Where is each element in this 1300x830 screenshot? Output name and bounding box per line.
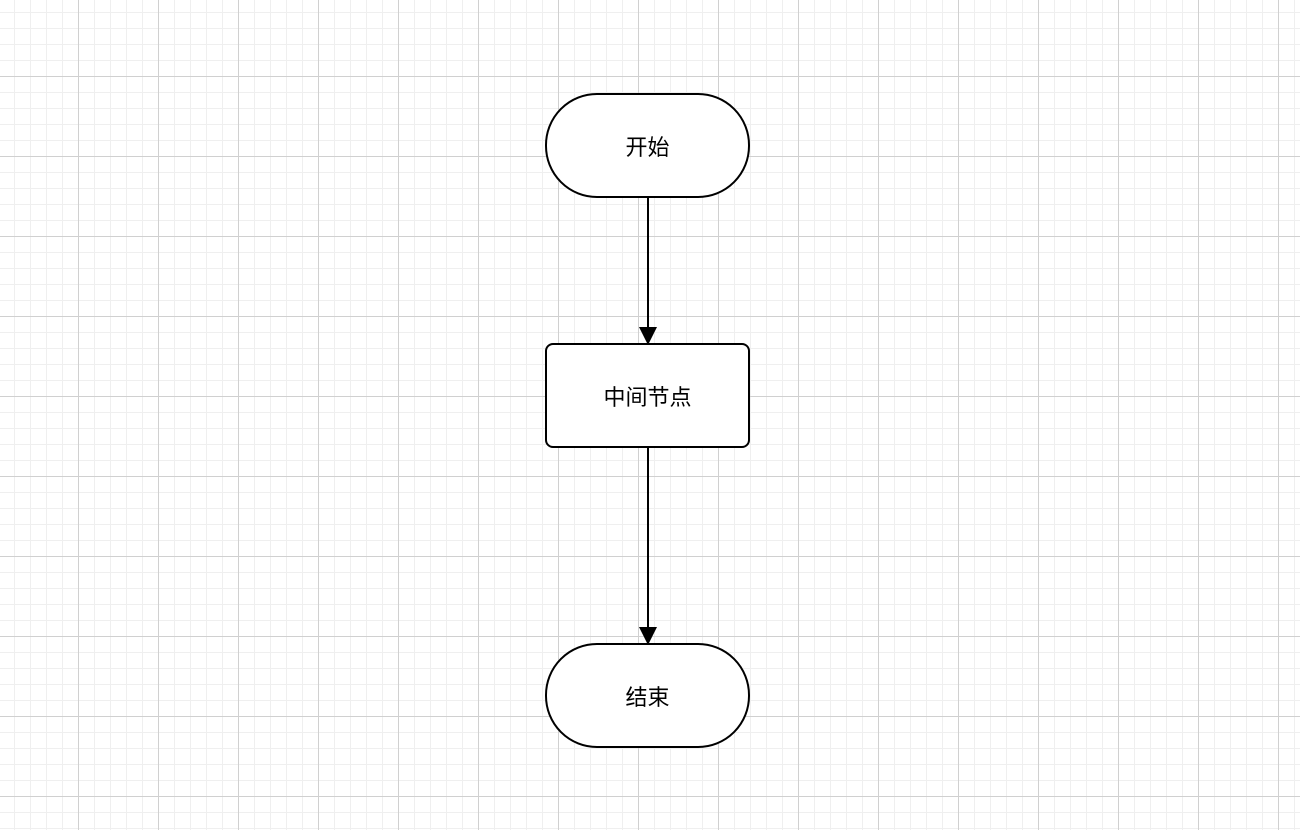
start-node-label: 开始: [625, 135, 670, 161]
edge-start-to-middle-arrowhead: [639, 327, 657, 345]
end-node-label: 结束: [625, 685, 670, 711]
middle-node-label: 中间节点: [603, 385, 692, 411]
middle-node[interactable]: 中间节点: [545, 343, 750, 448]
edge-middle-to-end-arrowhead: [639, 627, 657, 645]
start-node[interactable]: 开始: [545, 93, 750, 198]
end-node[interactable]: 结束: [545, 643, 750, 748]
